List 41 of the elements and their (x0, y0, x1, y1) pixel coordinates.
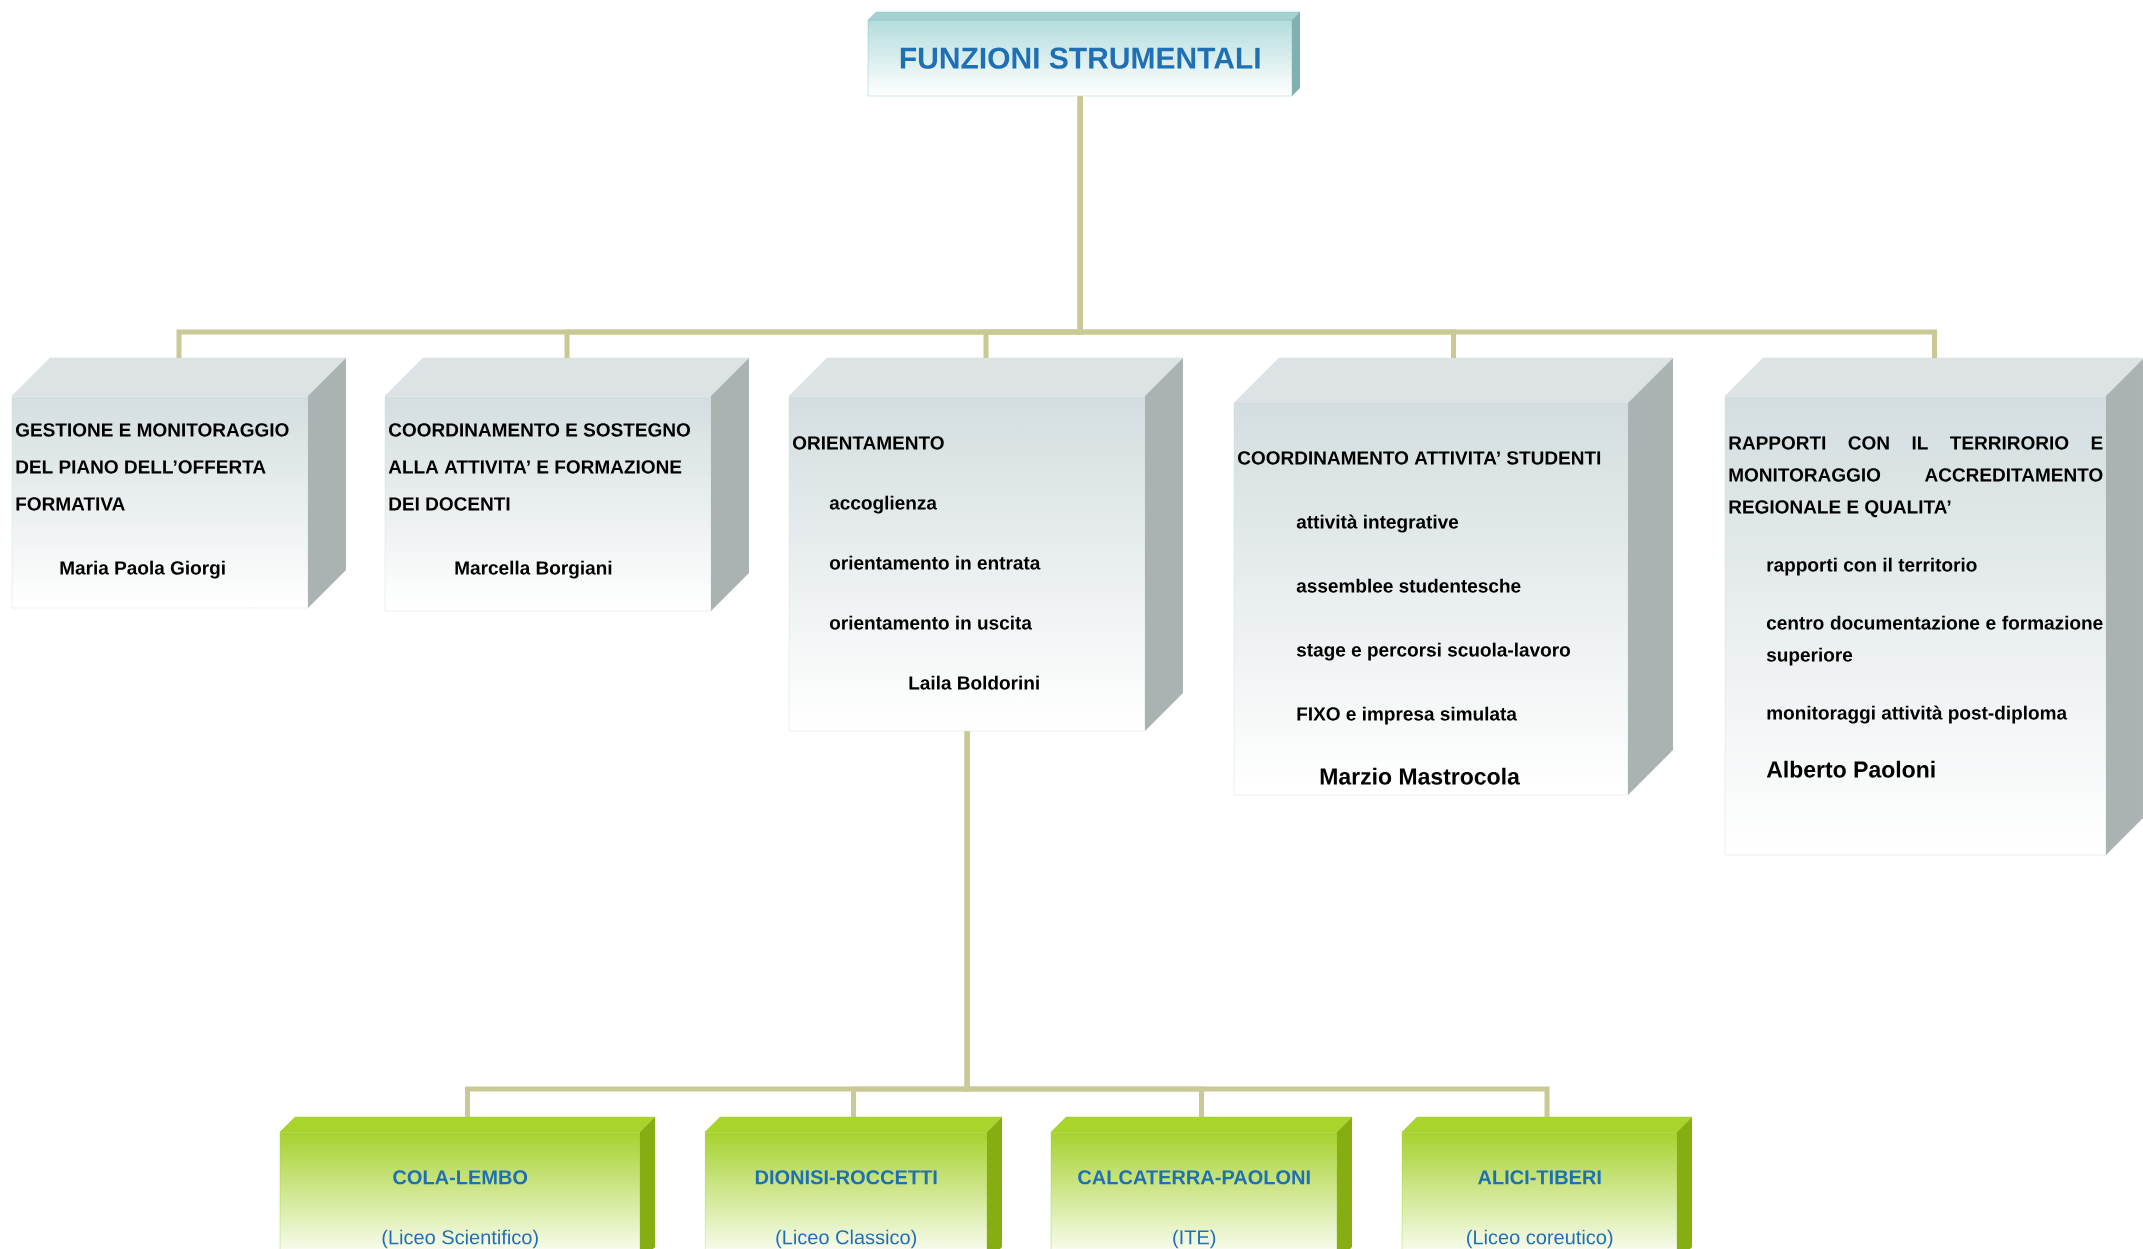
function-box (11, 357, 347, 609)
connector-line (1077, 96, 1937, 358)
list-item: orientamento in uscita (829, 615, 1032, 630)
heading-text: GESTIONE E MONITORAGGIO DEL PIANO DELL’OFFERTA FORMATIVA (16, 423, 289, 511)
team-box (1401, 1116, 1693, 1249)
team-name: ALICI-TIBERI (1478, 1170, 1601, 1185)
person-name: Alberto Paoloni (1766, 760, 1935, 778)
list-item: FIXO e impresa simulata (1297, 706, 1517, 725)
team-box (279, 1116, 656, 1249)
function-box (788, 357, 1184, 732)
school-name: (Liceo Scientifico) (382, 1229, 538, 1249)
person-name: Laila Boldorini (909, 675, 1039, 690)
list-item: attività integrative (1296, 514, 1459, 533)
function-box (1233, 357, 1674, 796)
heading-text: COORDINAMENTO ATTIVITA’ STUDENTI (1238, 451, 1601, 465)
school-name: (Liceo coreutico) (1467, 1229, 1613, 1249)
team-box (704, 1116, 1003, 1249)
list-item: accoglienza (829, 495, 938, 514)
team-name: CALCATERRA-PAOLONI (1078, 1170, 1310, 1185)
title-box (867, 11, 1301, 97)
title-text: FUNZIONI STRUMENTALI (900, 47, 1260, 69)
list-item: orientamento in entrata (829, 555, 1041, 570)
heading-text: RAPPORTI CON IL TERRIRORIO E MONITORAGGIO ACCREDITAMENTO REGIONALE E QUALITA’ (1729, 436, 2103, 518)
function-box (384, 357, 750, 612)
team-box (1050, 1116, 1353, 1249)
school-name: (ITE) (1173, 1229, 1216, 1249)
list-item: assemblee studentesche (1296, 578, 1521, 593)
list-item: stage e percorsi scuola-lavoro (1296, 642, 1570, 661)
team-name: DIONISI-ROCCETTI (755, 1170, 937, 1185)
function-box (1724, 357, 2143, 856)
team-name: COLA-LEMBO (393, 1170, 528, 1185)
connector-line (964, 731, 1550, 1117)
list-item: centro documentazione e formazione superiore (1766, 615, 2103, 666)
person-name: Marcella Borgiani (455, 560, 612, 579)
person-name: Maria Paola Giorgi (60, 560, 225, 579)
heading-text: COORDINAMENTO E SOSTEGNO ALLA ATTIVITA’ E FORMAZIONE DEI DOCENTI (388, 423, 690, 511)
school-name: (Liceo Classico) (776, 1229, 917, 1249)
list-item: monitoraggi attività post-diploma (1767, 705, 2068, 724)
person-name: Marzio Mastrocola (1320, 767, 1520, 785)
heading-text: ORIENTAMENTO (793, 436, 944, 450)
list-item: rapporti con il territorio (1767, 557, 1977, 576)
